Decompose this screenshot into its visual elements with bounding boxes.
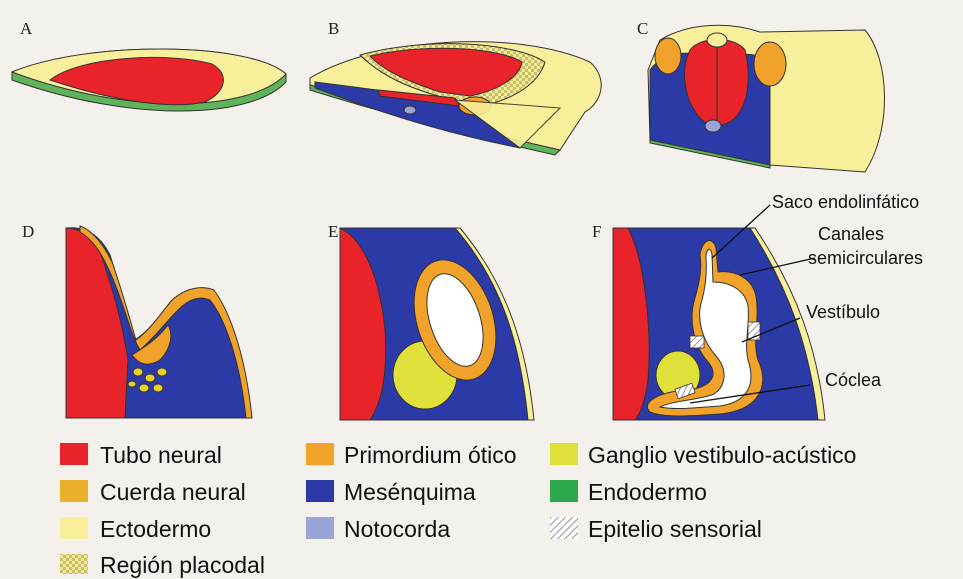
legend-label-cuerda-neural: Cuerda neural	[100, 479, 246, 505]
panel-f-illustration	[613, 228, 825, 420]
panel-letter-c: C	[637, 19, 648, 38]
panel-letter-b: B	[328, 19, 339, 38]
legend-label-region-placodal: Región placodal	[100, 552, 265, 578]
legend-label-ectodermo: Ectodermo	[100, 516, 211, 542]
legend-swatch-ganglio	[550, 443, 578, 465]
legend-label-epitelio-sensorial: Epitelio sensorial	[588, 516, 762, 542]
legend-swatch-epitelio-sensorial	[550, 517, 578, 539]
legend-label-primordium-otico: Primordium ótico	[344, 442, 517, 468]
panel-letter-d: D	[22, 222, 34, 241]
panel-e-illustration	[340, 228, 534, 420]
legend: Tubo neural Cuerda neural Ectodermo Regi…	[60, 442, 856, 578]
panel-c-illustration	[648, 25, 885, 172]
legend-label-tubo-neural: Tubo neural	[100, 442, 222, 468]
callout-saco-endolinfatico: Saco endolinfático	[772, 192, 919, 212]
callout-canales: Canales	[818, 224, 884, 244]
panel-letter-e: E	[328, 222, 338, 241]
callout-vestibulo: Vestíbulo	[806, 302, 880, 322]
legend-swatch-endodermo	[550, 480, 578, 502]
legend-swatch-cuerda-neural	[60, 480, 88, 502]
callout-coclea: Cóclea	[825, 370, 882, 390]
panel-b-illustration	[310, 42, 601, 155]
legend-swatch-mesenquima	[306, 480, 334, 502]
legend-label-endodermo: Endodermo	[588, 479, 707, 505]
panel-letter-a: A	[20, 19, 33, 38]
panel-a-illustration	[12, 49, 286, 111]
legend-label-ganglio: Ganglio vestibulo-acústico	[588, 442, 856, 468]
callout-semicirculares: semicirculares	[808, 248, 923, 268]
legend-swatch-ectodermo	[60, 517, 88, 539]
legend-swatch-notocorda	[306, 517, 334, 539]
legend-swatch-primordium-otico	[306, 443, 334, 465]
legend-swatch-region-placodal	[60, 554, 88, 574]
panel-d-illustration	[66, 226, 252, 418]
legend-label-mesenquima: Mesénquima	[344, 479, 476, 505]
legend-swatch-tubo-neural	[60, 443, 88, 465]
legend-label-notocorda: Notocorda	[344, 516, 450, 542]
panel-letter-f: F	[592, 222, 601, 241]
